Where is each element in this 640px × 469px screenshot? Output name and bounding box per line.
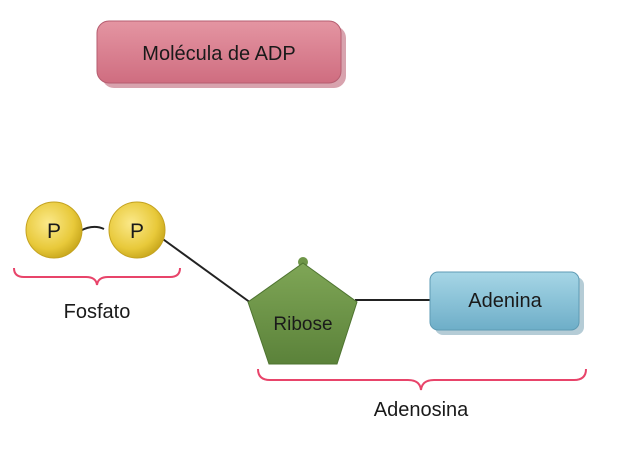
ribose-pentagon: Ribose (247, 257, 358, 365)
phosphate-1: P (25, 201, 83, 259)
phosphate-2: P (108, 201, 166, 259)
title-text: Molécula de ADP (142, 43, 295, 65)
phosphate-group-label: Fosfato (64, 301, 131, 323)
adenine-box: Adenina (429, 271, 584, 335)
title-box: Molécula de ADP (96, 20, 346, 88)
phosphate-ribose-bond (159, 236, 252, 304)
ribose-label: Ribose (273, 314, 332, 335)
phosphate-1-label: P (47, 220, 61, 243)
adenosine-label: Adenosina (374, 399, 469, 421)
phosphate-bracket (13, 267, 181, 286)
phosphate-phosphate-bond (79, 225, 105, 232)
phosphate-2-label: P (130, 220, 144, 243)
adenosine-bracket (257, 368, 587, 391)
adenine-label: Adenina (468, 290, 542, 312)
